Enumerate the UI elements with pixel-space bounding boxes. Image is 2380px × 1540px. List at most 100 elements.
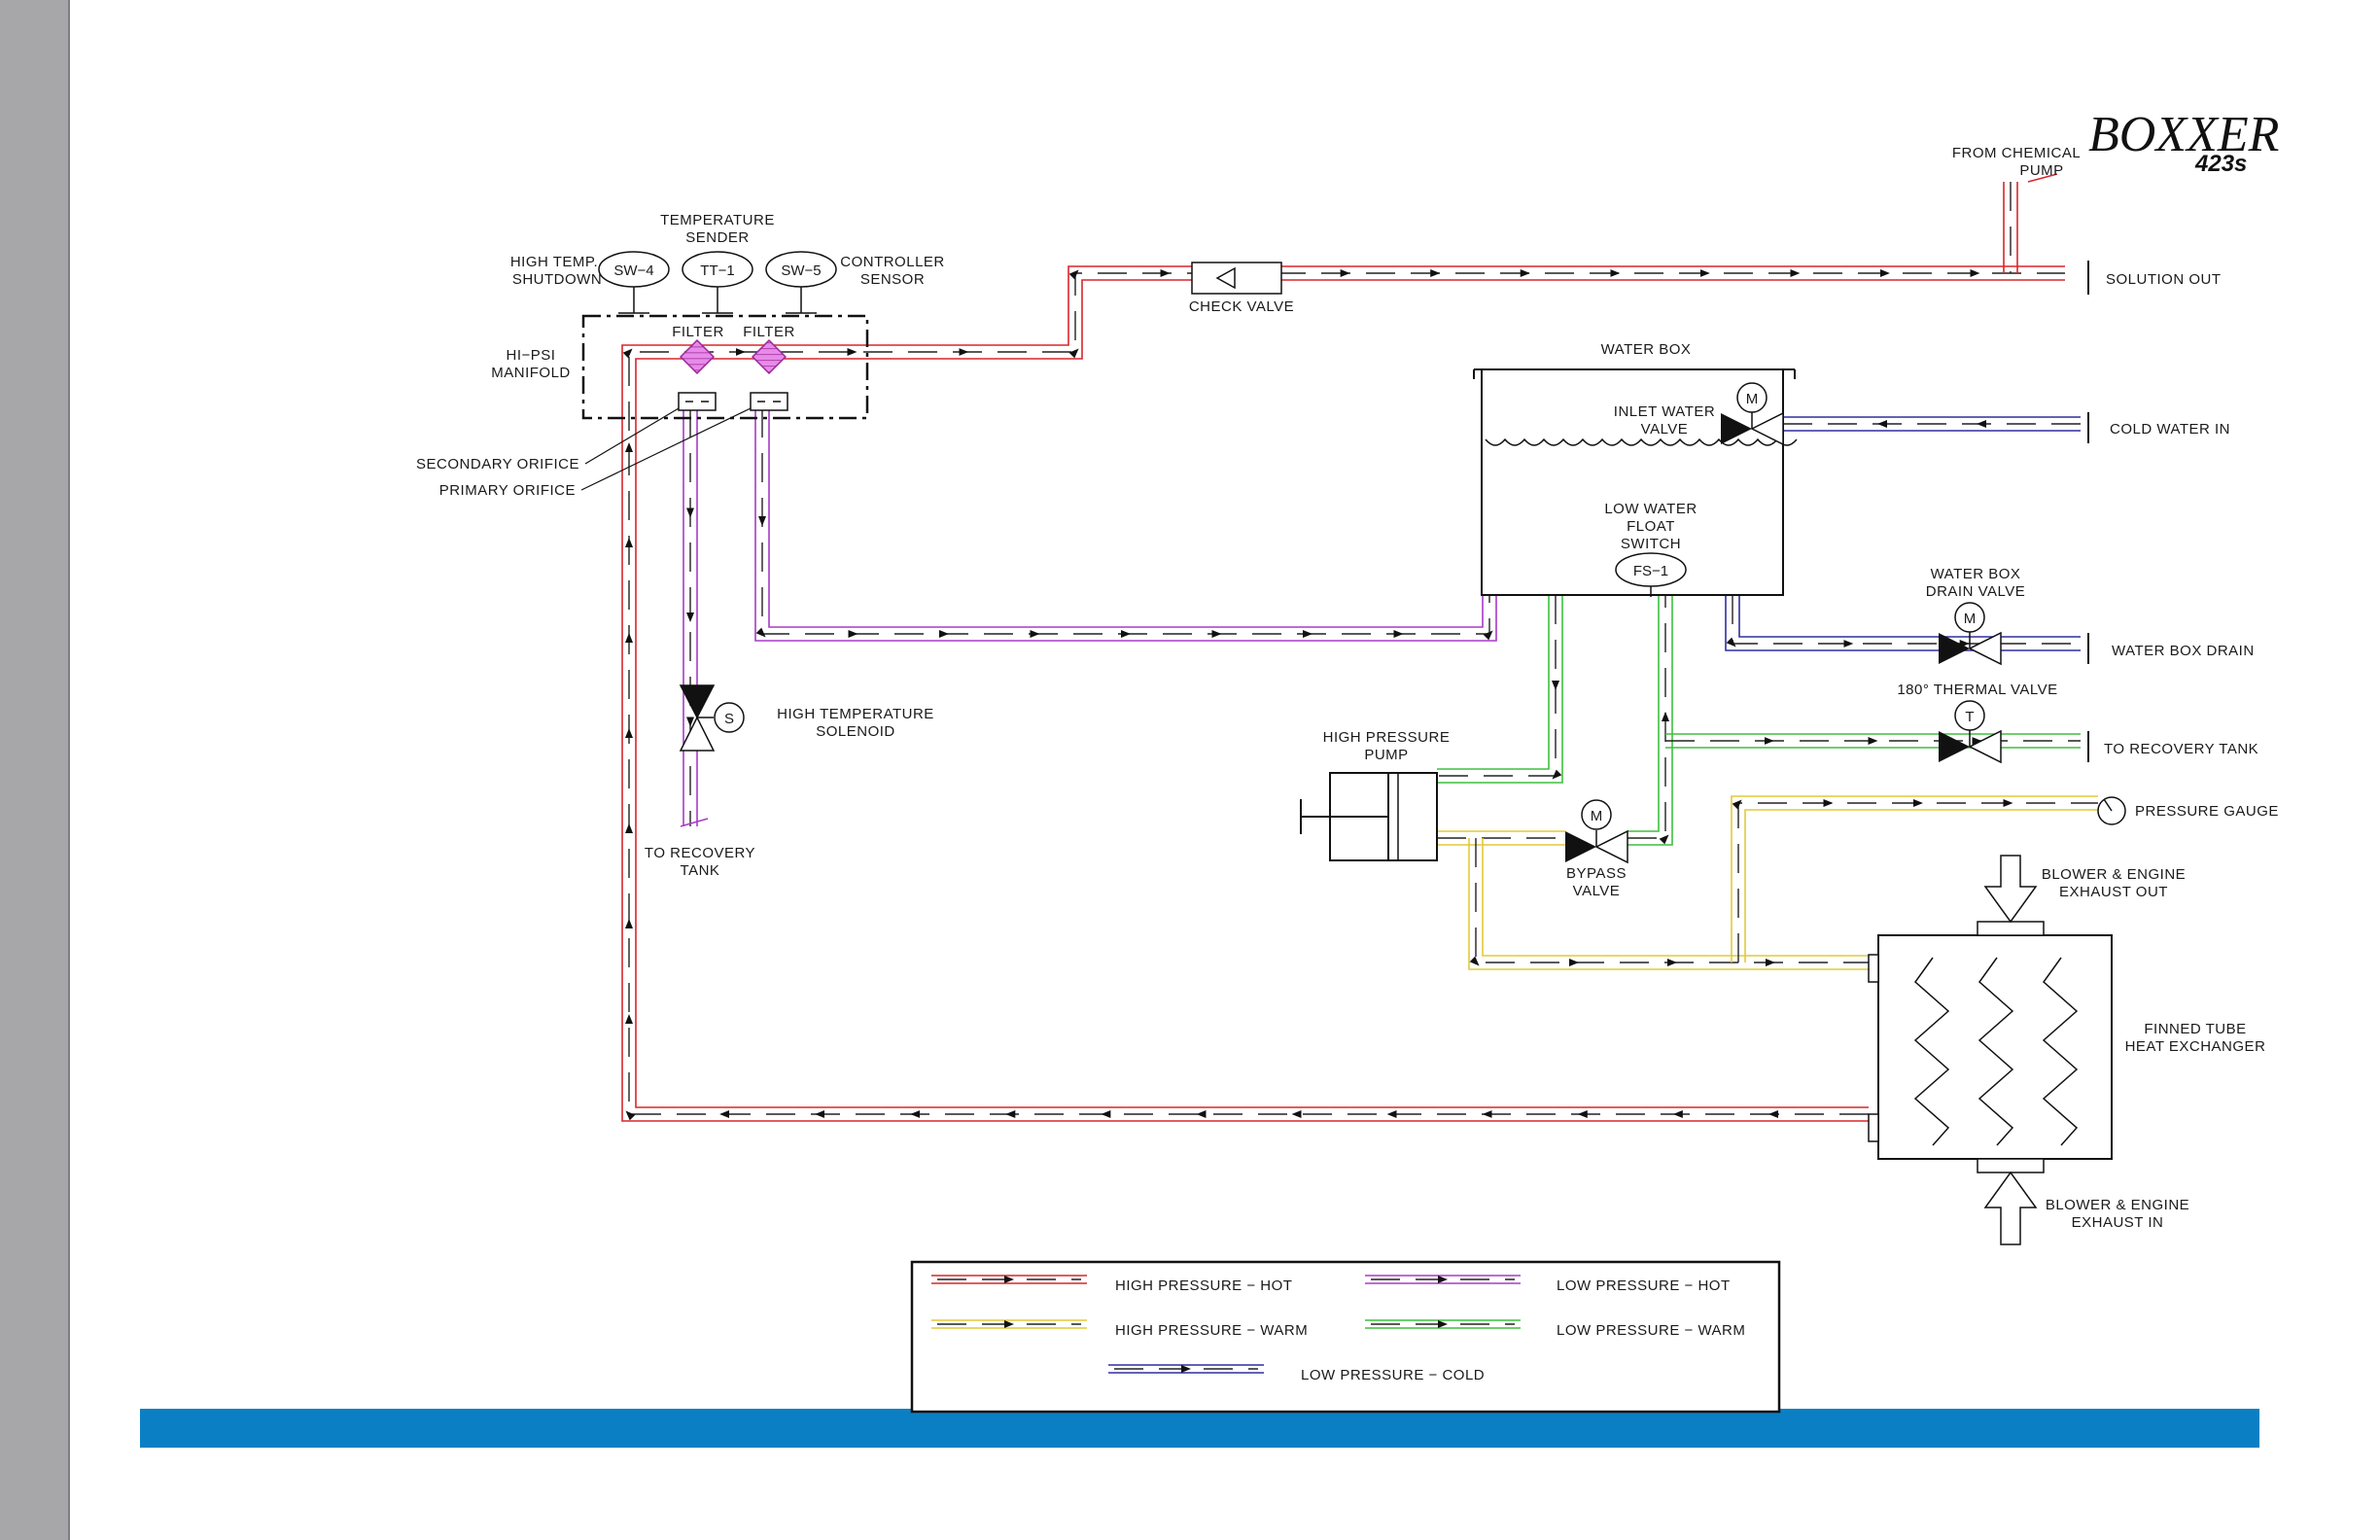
cold-water-in-label: COLD WATER IN <box>2110 421 2230 438</box>
bottom-accent-bar <box>140 1409 2259 1448</box>
solenoid-label-1: HIGH TEMPERATURE <box>777 706 934 722</box>
exhaust-in-label-2: EXHAUST IN <box>2072 1214 2164 1231</box>
hp-hot-main-flow <box>622 269 2065 1121</box>
high-pressure-pump <box>1300 772 1438 861</box>
exhaust-in-label-1: BLOWER & ENGINE <box>2046 1197 2189 1213</box>
controller-sensor-label-1: CONTROLLER <box>840 254 945 270</box>
hp-warm-hx-in-wall-b <box>1482 838 1869 957</box>
lp-warm-supply-flow <box>1437 595 1562 780</box>
hp-hot-main-wall-a <box>635 279 2065 1108</box>
check-valve-label: CHECK VALVE <box>1189 298 1294 315</box>
solenoid-label-2: SOLENOID <box>816 723 895 740</box>
primary-orifice-leader <box>580 407 752 491</box>
sensor-tt1: TT−1 <box>682 251 753 314</box>
hp-warm-hx-in-flow <box>1469 838 1869 966</box>
lp-cold-drain-wall-a <box>1725 595 2081 651</box>
primary-orifice-label: PRIMARY ORIFICE <box>439 482 576 499</box>
secondary-orifice-label: SECONDARY ORIFICE <box>416 456 579 472</box>
thermal-valve-t-icon <box>1954 700 1985 731</box>
hp-hot-main-wall-b <box>621 265 2065 1122</box>
lp-warm-bypass-flow <box>1628 595 1669 845</box>
inlet-valve-m-label: M <box>1746 391 1759 407</box>
bypass-valve-label-1: BYPASS <box>1566 865 1627 882</box>
primary-orifice-icon <box>750 392 788 411</box>
filter-2-label: FILTER <box>743 324 795 340</box>
drain-valve-m-icon <box>1954 602 1985 633</box>
lp-warm-bypass-wall-b <box>1628 595 1660 832</box>
legend-swatches <box>931 1275 1521 1374</box>
from-chemical-pump-label-2: PUMP <box>2019 162 2063 179</box>
thermal-valve-t-label: T <box>1965 709 1974 725</box>
tt1-label: TT−1 <box>700 262 734 279</box>
drain-valve-m-label: M <box>1964 611 1977 627</box>
logo-text: BOXXER <box>2088 107 2279 162</box>
solenoid-s-icon <box>714 702 745 733</box>
lp-hot-primary-wall-b <box>768 408 1484 628</box>
inlet-water-valve: M <box>1721 382 1784 446</box>
lp-warm-supply-wall-b <box>1437 595 1563 784</box>
hp-pump-label-2: PUMP <box>1364 747 1408 763</box>
finned-tube-label-1: FINNED TUBE <box>2144 1021 2246 1037</box>
hp-pump-label-1: HIGH PRESSURE <box>1323 729 1451 746</box>
sw5-label: SW−5 <box>781 262 821 279</box>
finned-tube-heat-exchanger <box>1868 921 2113 1173</box>
water-level-line <box>1485 438 1798 446</box>
bypass-valve-m-label: M <box>1591 808 1603 824</box>
drain-valve-label-1: WATER BOX <box>1931 566 2021 582</box>
pressure-gauge-icon <box>2097 796 2126 825</box>
filter-1-icon <box>679 338 716 375</box>
logo-model: 423s <box>2194 151 2247 177</box>
filter-1-label: FILTER <box>672 324 724 340</box>
high-temp-shutdown-label-1: HIGH TEMP. <box>510 254 598 270</box>
inlet-valve-m-icon <box>1736 382 1768 413</box>
manifold-label-1: HI−PSI <box>507 347 556 364</box>
to-recovery-tank-left-label-1: TO RECOVERY <box>645 845 755 861</box>
temperature-sender-label-1: TEMPERATURE <box>660 212 775 228</box>
low-water-label-2: FLOAT <box>1627 518 1675 535</box>
left-sidebar-strip <box>0 0 70 1540</box>
water-box-label: WATER BOX <box>1601 341 1692 358</box>
thermal-valve: T <box>1939 700 2002 764</box>
hp-warm-gauge-wall-b <box>1731 795 2098 962</box>
water-box-drain-valve: M <box>1939 602 2002 666</box>
bypass-valve-label-2: VALVE <box>1573 883 1621 899</box>
finned-tube-label-2: HEAT EXCHANGER <box>2125 1038 2266 1055</box>
solenoid-s-label: S <box>724 711 734 727</box>
sensor-sw5: SW−5 <box>765 251 837 314</box>
lp-warm-bypass-wall-a <box>1628 595 1673 846</box>
high-temperature-solenoid: S <box>679 684 745 752</box>
exhaust-out-label-1: BLOWER & ENGINE <box>2042 866 2186 883</box>
to-recovery-tank-right-label: TO RECOVERY TANK <box>2104 741 2258 757</box>
water-box-drain-label: WATER BOX DRAIN <box>2112 643 2255 659</box>
legend-label-lp-warm: LOW PRESSURE − WARM <box>1557 1322 1745 1339</box>
hp-warm-gauge-flow <box>1732 799 2098 962</box>
controller-sensor-label-2: SENSOR <box>860 271 925 288</box>
high-temp-shutdown-label-2: SHUTDOWN <box>512 271 602 288</box>
legend-label-lp-hot: LOW PRESSURE − HOT <box>1557 1278 1731 1294</box>
legend: HIGH PRESSURE − HOT LOW PRESSURE − HOT H… <box>910 1260 1781 1414</box>
manifold-label-2: MANIFOLD <box>491 365 571 381</box>
temperature-sender-label-2: SENDER <box>685 229 750 246</box>
bypass-valve: M <box>1565 799 1628 864</box>
fs1-label: FS−1 <box>1633 563 1668 579</box>
hp-warm-gauge-wall-a <box>1744 809 2098 962</box>
lp-hot-primary-flow <box>755 408 1493 641</box>
legend-label-hp-warm: HIGH PRESSURE − WARM <box>1115 1322 1308 1339</box>
lp-cold-drain-wall-b <box>1738 595 2081 638</box>
from-chemical-pump-label-1: FROM CHEMICAL <box>1952 145 2081 161</box>
thermal-valve-label: 180° THERMAL VALVE <box>1897 682 2057 698</box>
secondary-orifice-icon <box>678 392 717 411</box>
low-water-label-1: LOW WATER <box>1604 501 1697 517</box>
hi-psi-manifold-box <box>581 314 869 420</box>
labels: TEMPERATURE SENDER HIGH TEMP. SHUTDOWN C… <box>416 145 2278 1231</box>
inlet-water-valve-label-2: VALVE <box>1641 421 1689 438</box>
sensor-sw4: SW−4 <box>598 251 670 314</box>
filter-2-icon <box>751 338 788 375</box>
legend-box <box>910 1260 1781 1414</box>
low-water-label-3: SWITCH <box>1621 536 1681 552</box>
sw4-label: SW−4 <box>613 262 653 279</box>
water-box: FS−1 <box>1473 368 1798 597</box>
legend-label-lp-cold: LOW PRESSURE − COLD <box>1301 1367 1485 1383</box>
secondary-orifice-leader <box>584 407 680 465</box>
